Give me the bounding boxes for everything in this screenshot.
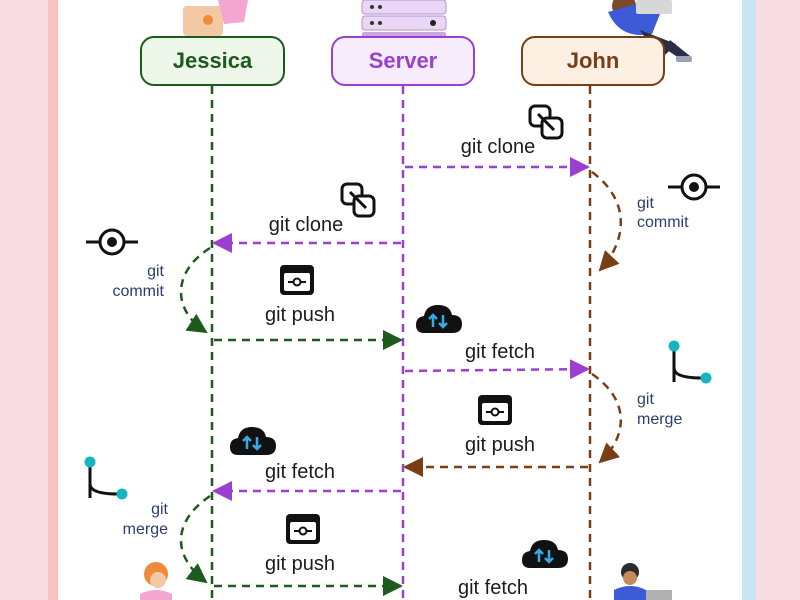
lane-label-john: John	[567, 48, 620, 73]
john-merge-label-line1: git	[637, 391, 654, 408]
push-window-icon	[478, 395, 512, 425]
message-label: git clone	[461, 136, 536, 158]
diagram-canvas	[58, 0, 742, 600]
john-commit-label-line2: commit	[637, 214, 689, 231]
message-label: git push	[265, 553, 335, 575]
message-server-to-jessica-clone: git clone	[212, 214, 401, 253]
message-server-to-jessica-fetch: git fetch	[212, 461, 401, 501]
message-label: git clone	[269, 214, 344, 236]
message-jessica-to-server-push-2: git push	[214, 553, 403, 596]
chain-link-icon	[340, 182, 376, 218]
push-window-icon	[280, 265, 314, 295]
commit-node-icon	[668, 173, 720, 201]
message-label: git push	[265, 304, 335, 326]
jessica-laptop-illustration	[183, 0, 248, 36]
john-person-illustration-bottom	[614, 563, 672, 600]
message-server-to-john-clone: git clone	[405, 136, 590, 177]
server-rack-icon	[361, 0, 447, 38]
lane-header-server: Server	[331, 36, 475, 86]
message-label: git push	[465, 434, 535, 456]
branch-merge-icon	[668, 340, 712, 384]
message-jessica-to-server-push: git push	[214, 304, 403, 350]
message-label: git fetch	[265, 461, 335, 483]
jessica-merge-label-line2: merge	[123, 521, 168, 538]
lane-label-server: Server	[369, 48, 438, 73]
lane-header-jessica: Jessica	[140, 36, 285, 86]
jessica-merge-loop	[179, 494, 211, 584]
message-john-to-server-push: git push	[403, 434, 588, 477]
john-commit-label-line1: git	[637, 195, 654, 212]
cloud-sync-icon	[522, 540, 568, 568]
john-merge-label-line2: merge	[637, 411, 682, 428]
jessica-commit-loop	[179, 246, 211, 334]
jessica-merge-label-line1: git	[151, 501, 168, 518]
message-label: git fetch	[458, 577, 528, 599]
frame-right-border	[740, 0, 756, 600]
chain-link-icon	[528, 104, 564, 140]
message-label: git fetch	[465, 341, 535, 363]
branch-merge-icon	[84, 456, 128, 500]
message-server-to-john-fetch: git fetch	[404, 341, 590, 380]
push-window-icon	[286, 514, 320, 544]
jessica-person-illustration	[140, 562, 172, 600]
lane-header-john: John	[521, 36, 665, 86]
cloud-sync-icon	[416, 305, 462, 333]
commit-node-icon	[86, 228, 138, 256]
jessica-commit-label-line1: git	[147, 263, 164, 280]
lane-label-jessica: Jessica	[173, 48, 253, 73]
john-commit-loop	[591, 170, 622, 272]
jessica-commit-label-line2: commit	[112, 283, 164, 300]
cloud-sync-icon	[230, 427, 276, 455]
